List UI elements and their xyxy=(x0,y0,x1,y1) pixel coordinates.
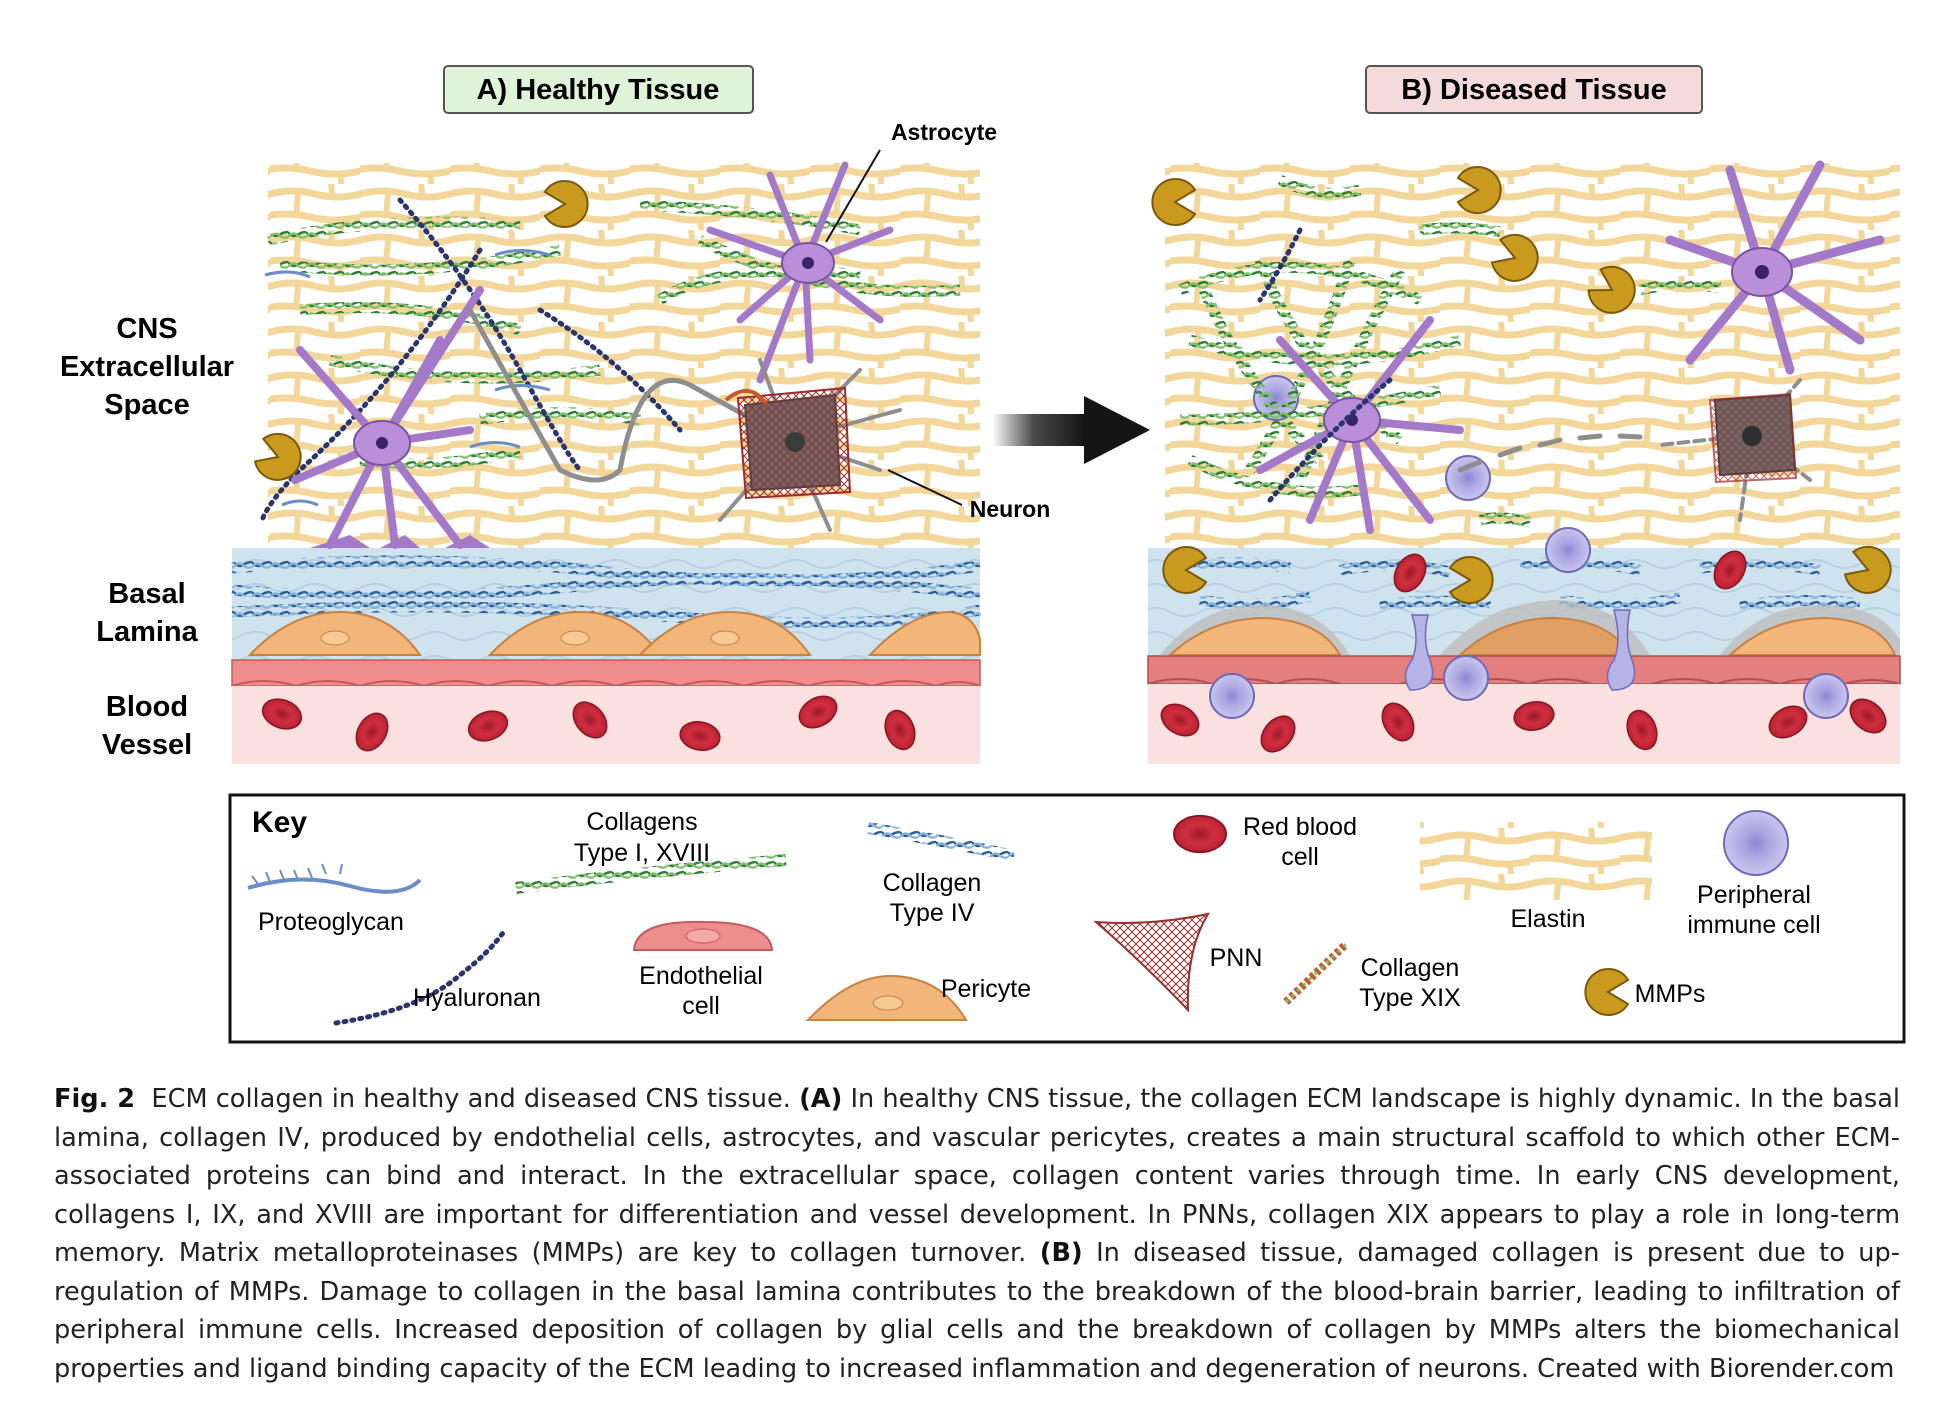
key-elastin: Elastin xyxy=(1420,822,1652,933)
key-pericyte-label: Pericyte xyxy=(941,975,1031,1003)
key-collagen-iv: Collagen Type IV xyxy=(867,822,1016,927)
astrocyte-b-left xyxy=(1256,316,1464,534)
pericyte xyxy=(1160,600,1900,656)
panel-a-title-box: A) Healthy Tissue xyxy=(443,65,754,114)
key-mmps-label: MMPs xyxy=(1635,980,1706,1008)
astrocyte-a-top xyxy=(706,161,894,384)
collagen-i-xviii-fibers xyxy=(266,199,961,470)
neuron-callout: Neuron xyxy=(970,496,1051,522)
figure-caption: Fig. 2 ECM collagen in healthy and disea… xyxy=(54,1080,1900,1388)
neuron-callout-line xyxy=(887,469,963,506)
key-endothelial-cell: Endothelial cell xyxy=(632,920,774,1020)
key-proteoglycan: Proteoglycan xyxy=(247,863,422,936)
key-collagens-i-xviii: Collagens Type I, XVIII xyxy=(515,808,787,894)
label-vessel: Vessel xyxy=(102,729,192,761)
panel-b-diseased xyxy=(1147,160,1901,764)
key-collagen4-label-1: Collagen xyxy=(883,869,982,897)
label-lamina: Lamina xyxy=(96,616,198,648)
transition-arrow xyxy=(992,396,1150,464)
damaged-collagen-iv xyxy=(1199,590,1861,612)
key-pericyte: Pericyte xyxy=(805,974,1031,1021)
side-labels: CNS Extracellular Space Basal Lamina Blo… xyxy=(60,313,234,761)
collagen-iv-fiber xyxy=(231,573,981,602)
caption-a-label: (A) xyxy=(799,1084,843,1114)
peripheral-immune-cell xyxy=(1209,673,1255,719)
label-basal: Basal xyxy=(108,578,185,610)
panel-b-title: B) Diseased Tissue xyxy=(1401,74,1666,106)
astrocyte-a-left xyxy=(291,286,490,549)
label-blood: Blood xyxy=(106,691,188,723)
label-space: Space xyxy=(104,389,189,421)
peripheral-immune-cell xyxy=(1803,673,1849,719)
pericyte xyxy=(247,610,981,656)
astrocyte-callout-line xyxy=(825,149,881,243)
key-immune-label-2: immune cell xyxy=(1687,911,1820,939)
endothelial-layer xyxy=(1147,655,1901,685)
key-proteoglycan-label: Proteoglycan xyxy=(258,908,404,936)
key-endothelial-label-1: Endothelial xyxy=(639,962,763,990)
key-title: Key xyxy=(252,806,307,839)
peripheral-immune-cell xyxy=(1545,527,1591,573)
hyaluronan-chains xyxy=(259,197,683,523)
astrocyte-callout: Astrocyte xyxy=(891,119,997,145)
caption-a-text: In healthy CNS tissue, the collagen ECM … xyxy=(54,1084,1901,1268)
key-collagen19-label-1: Collagen xyxy=(1361,954,1460,982)
proteoglycans xyxy=(264,249,551,507)
panel-a-title: A) Healthy Tissue xyxy=(477,74,720,106)
key-red-blood-cell: Red blood cell xyxy=(1173,813,1357,871)
caption-fig-label: Fig. 2 xyxy=(54,1084,136,1114)
caption-b-label: (B) xyxy=(1039,1238,1083,1268)
key-endothelial-label-2: cell xyxy=(682,992,720,1020)
collagen-iv-fiber xyxy=(231,601,982,629)
label-cns: CNS xyxy=(116,313,177,345)
key-peripheral-immune-cell: Peripheral immune cell xyxy=(1687,810,1821,939)
key-mmps: MMPs xyxy=(1584,968,1706,1016)
key-immune-label-1: Peripheral xyxy=(1697,881,1811,909)
key-collagen4-label-2: Type IV xyxy=(890,899,975,927)
key-pnn: PNN xyxy=(1093,912,1263,1013)
peripheral-immune-cells xyxy=(1209,375,1849,719)
key-collagen19-label-2: Type XIX xyxy=(1359,984,1461,1012)
caption-b-text: In diseased tissue, damaged collagen is … xyxy=(54,1238,1900,1384)
hyaluronan-chains xyxy=(1257,227,1393,503)
key-legend: Key Proteoglycan Hyaluronan Collagens Ty… xyxy=(228,793,1906,1044)
panel-b-title-box: B) Diseased Tissue xyxy=(1365,65,1703,114)
neuron-b-degenerating xyxy=(1457,378,1812,522)
key-elastin-label: Elastin xyxy=(1510,905,1585,933)
key-collagen-xix: Collagen Type XIX xyxy=(1283,941,1461,1012)
key-hyaluronan-label: Hyaluronan xyxy=(413,984,541,1012)
caption-intro: ECM collagen in healthy and diseased CNS… xyxy=(151,1084,791,1114)
key-rbc-label-2: cell xyxy=(1281,843,1319,871)
key-hyaluronan: Hyaluronan xyxy=(333,927,541,1026)
collagen-xix-fiber xyxy=(724,389,768,406)
panel-a-healthy: Astrocyte Neuron xyxy=(231,119,1051,764)
endothelial-layer xyxy=(231,659,981,688)
key-collagens-label-2: Type I, XVIII xyxy=(574,839,710,867)
peripheral-immune-cell xyxy=(1445,455,1491,501)
neuron-a xyxy=(467,307,902,532)
astrocyte-b-right xyxy=(1665,160,1885,375)
label-extracellular: Extracellular xyxy=(60,351,234,383)
key-collagens-label-1: Collagens xyxy=(586,808,697,836)
key-rbc-label-1: Red blood xyxy=(1243,813,1357,841)
peripheral-immune-cell xyxy=(1443,655,1489,701)
key-pnn-label: PNN xyxy=(1210,944,1263,972)
